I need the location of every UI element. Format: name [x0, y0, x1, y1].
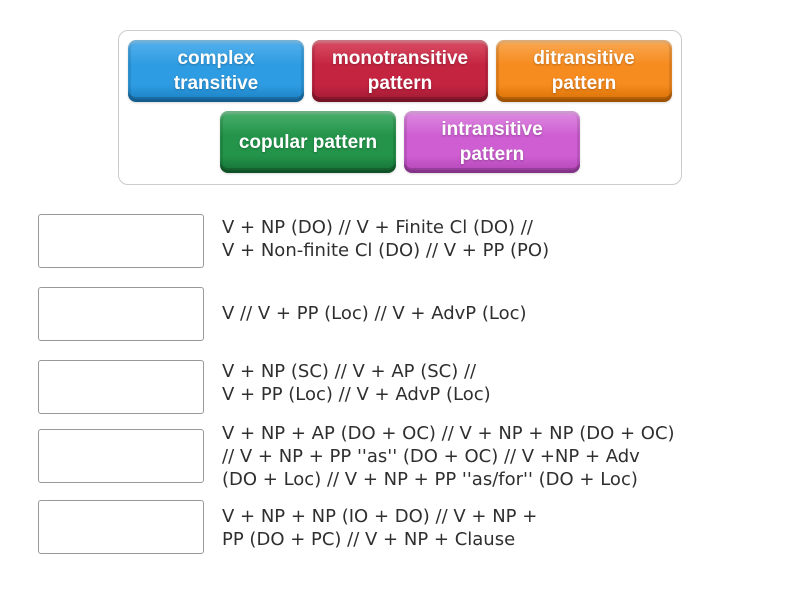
tile-complex-transitive[interactable]: complex transitive: [128, 40, 304, 102]
clue-line: PP (DO + PC) // V + NP + Clause: [222, 529, 516, 550]
clue-text-4: V + NP + AP (DO + OC) // V + NP + NP (DO…: [222, 422, 675, 491]
clue-text-1: V + NP (DO) // V + Finite Cl (DO) // V +…: [222, 216, 549, 262]
clue-line: V // V + PP (Loc) // V + AdvP (Loc): [222, 303, 527, 324]
clue-line: V + PP (Loc) // V + AdvP (Loc): [222, 384, 491, 405]
clue-line: // V + NP + PP ''as'' (DO + OC) // V +NP…: [222, 446, 640, 467]
tile-intransitive-pattern[interactable]: intransitive pattern: [404, 111, 580, 173]
clue-line: V + NP (SC) // V + AP (SC) //: [222, 361, 477, 382]
drop-zone-1[interactable]: [38, 214, 204, 268]
drop-zone-4[interactable]: [38, 429, 204, 483]
drop-zone-5[interactable]: [38, 500, 204, 554]
tile-copular-pattern[interactable]: copular pattern: [220, 111, 396, 173]
tile-monotransitive-pattern[interactable]: monotransitive pattern: [312, 40, 488, 102]
clue-line: (DO + Loc) // V + NP + PP ''as/for'' (DO…: [222, 469, 638, 490]
clue-line: V + NP + NP (IO + DO) // V + NP +: [222, 506, 538, 527]
clue-text-3: V + NP (SC) // V + AP (SC) // V + PP (Lo…: [222, 360, 491, 406]
clue-text-5: V + NP + NP (IO + DO) // V + NP + PP (DO…: [222, 505, 537, 551]
word-bank-panel: complex transitive monotransitive patter…: [118, 30, 682, 185]
drop-zone-2[interactable]: [38, 287, 204, 341]
drop-zone-3[interactable]: [38, 360, 204, 414]
clue-line: V + Non-finite Cl (DO) // V + PP (PO): [222, 240, 550, 261]
word-bank-row-2: copular pattern intransitive pattern: [119, 111, 681, 173]
clue-text-2: V // V + PP (Loc) // V + AdvP (Loc): [222, 302, 527, 325]
clue-line: V + NP + AP (DO + OC) // V + NP + NP (DO…: [222, 423, 675, 444]
tile-ditransitive-pattern[interactable]: ditransitive pattern: [496, 40, 672, 102]
word-bank-row-1: complex transitive monotransitive patter…: [119, 40, 681, 102]
clue-line: V + NP (DO) // V + Finite Cl (DO) //: [222, 217, 533, 238]
